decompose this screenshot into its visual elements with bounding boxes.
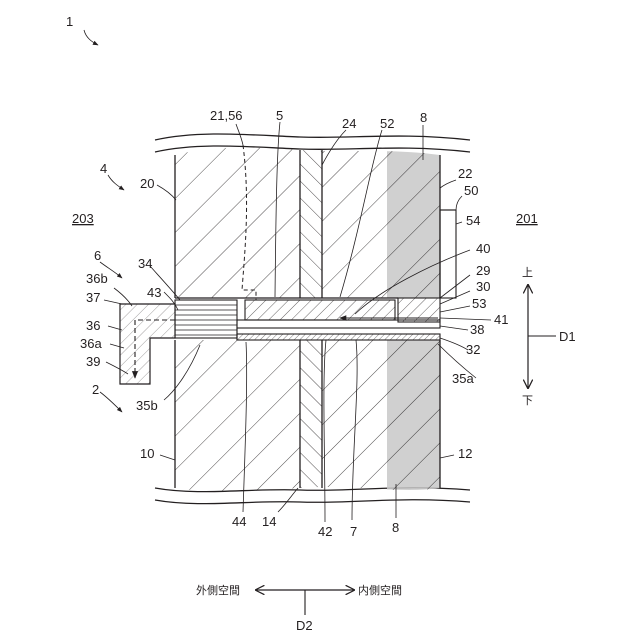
label-40: 40 bbox=[476, 241, 490, 256]
label-50: 50 bbox=[464, 183, 478, 198]
label-29: 29 bbox=[476, 263, 490, 278]
d1-direction-arrow bbox=[528, 285, 556, 388]
lower-panel bbox=[175, 338, 440, 498]
label-up: 上 bbox=[522, 266, 533, 279]
label-6: 6 bbox=[94, 248, 101, 263]
label-36b: 36b bbox=[86, 271, 108, 286]
label-37: 37 bbox=[86, 290, 100, 305]
label-outer-space: 外側空間 bbox=[196, 583, 240, 597]
label-43: 43 bbox=[147, 285, 161, 300]
label-52: 52 bbox=[380, 116, 394, 131]
label-10: 10 bbox=[140, 446, 154, 461]
label-38: 38 bbox=[470, 322, 484, 337]
label-36a: 36a bbox=[80, 336, 102, 351]
label-fig: 1 bbox=[66, 14, 73, 29]
label-down: 下 bbox=[522, 394, 533, 407]
label-32: 32 bbox=[466, 342, 480, 357]
label-44: 44 bbox=[232, 514, 246, 529]
label-14: 14 bbox=[262, 514, 276, 529]
label-35a: 35a bbox=[452, 371, 474, 386]
label-2: 2 bbox=[92, 382, 99, 397]
label-4: 4 bbox=[100, 161, 107, 176]
label-5: 5 bbox=[276, 108, 283, 123]
label-d1: D1 bbox=[559, 329, 576, 344]
d2-direction-arrow bbox=[256, 590, 354, 615]
label-12: 12 bbox=[458, 446, 472, 461]
label-201: 201 bbox=[516, 211, 538, 226]
label-42: 42 bbox=[318, 524, 332, 539]
label-54: 54 bbox=[466, 213, 480, 228]
label-8-top: 8 bbox=[420, 110, 427, 125]
label-8-bottom: 8 bbox=[392, 520, 399, 535]
label-22: 22 bbox=[458, 166, 472, 181]
label-39: 39 bbox=[86, 354, 100, 369]
label-21-56: 21,56 bbox=[210, 108, 243, 123]
label-35b: 35b bbox=[136, 398, 158, 413]
label-53: 53 bbox=[472, 296, 486, 311]
label-20: 20 bbox=[140, 176, 154, 191]
label-203: 203 bbox=[72, 211, 94, 226]
bracket-36 bbox=[120, 304, 175, 384]
label-24: 24 bbox=[342, 116, 356, 131]
label-inner-space: 内側空間 bbox=[358, 583, 402, 597]
label-7: 7 bbox=[350, 524, 357, 539]
label-41: 41 bbox=[494, 312, 508, 327]
label-36: 36 bbox=[86, 318, 100, 333]
label-d2: D2 bbox=[296, 618, 313, 633]
break-line-bottom-2 bbox=[155, 500, 470, 504]
label-30: 30 bbox=[476, 279, 490, 294]
upper-panel bbox=[175, 140, 440, 300]
label-34: 34 bbox=[138, 256, 152, 271]
